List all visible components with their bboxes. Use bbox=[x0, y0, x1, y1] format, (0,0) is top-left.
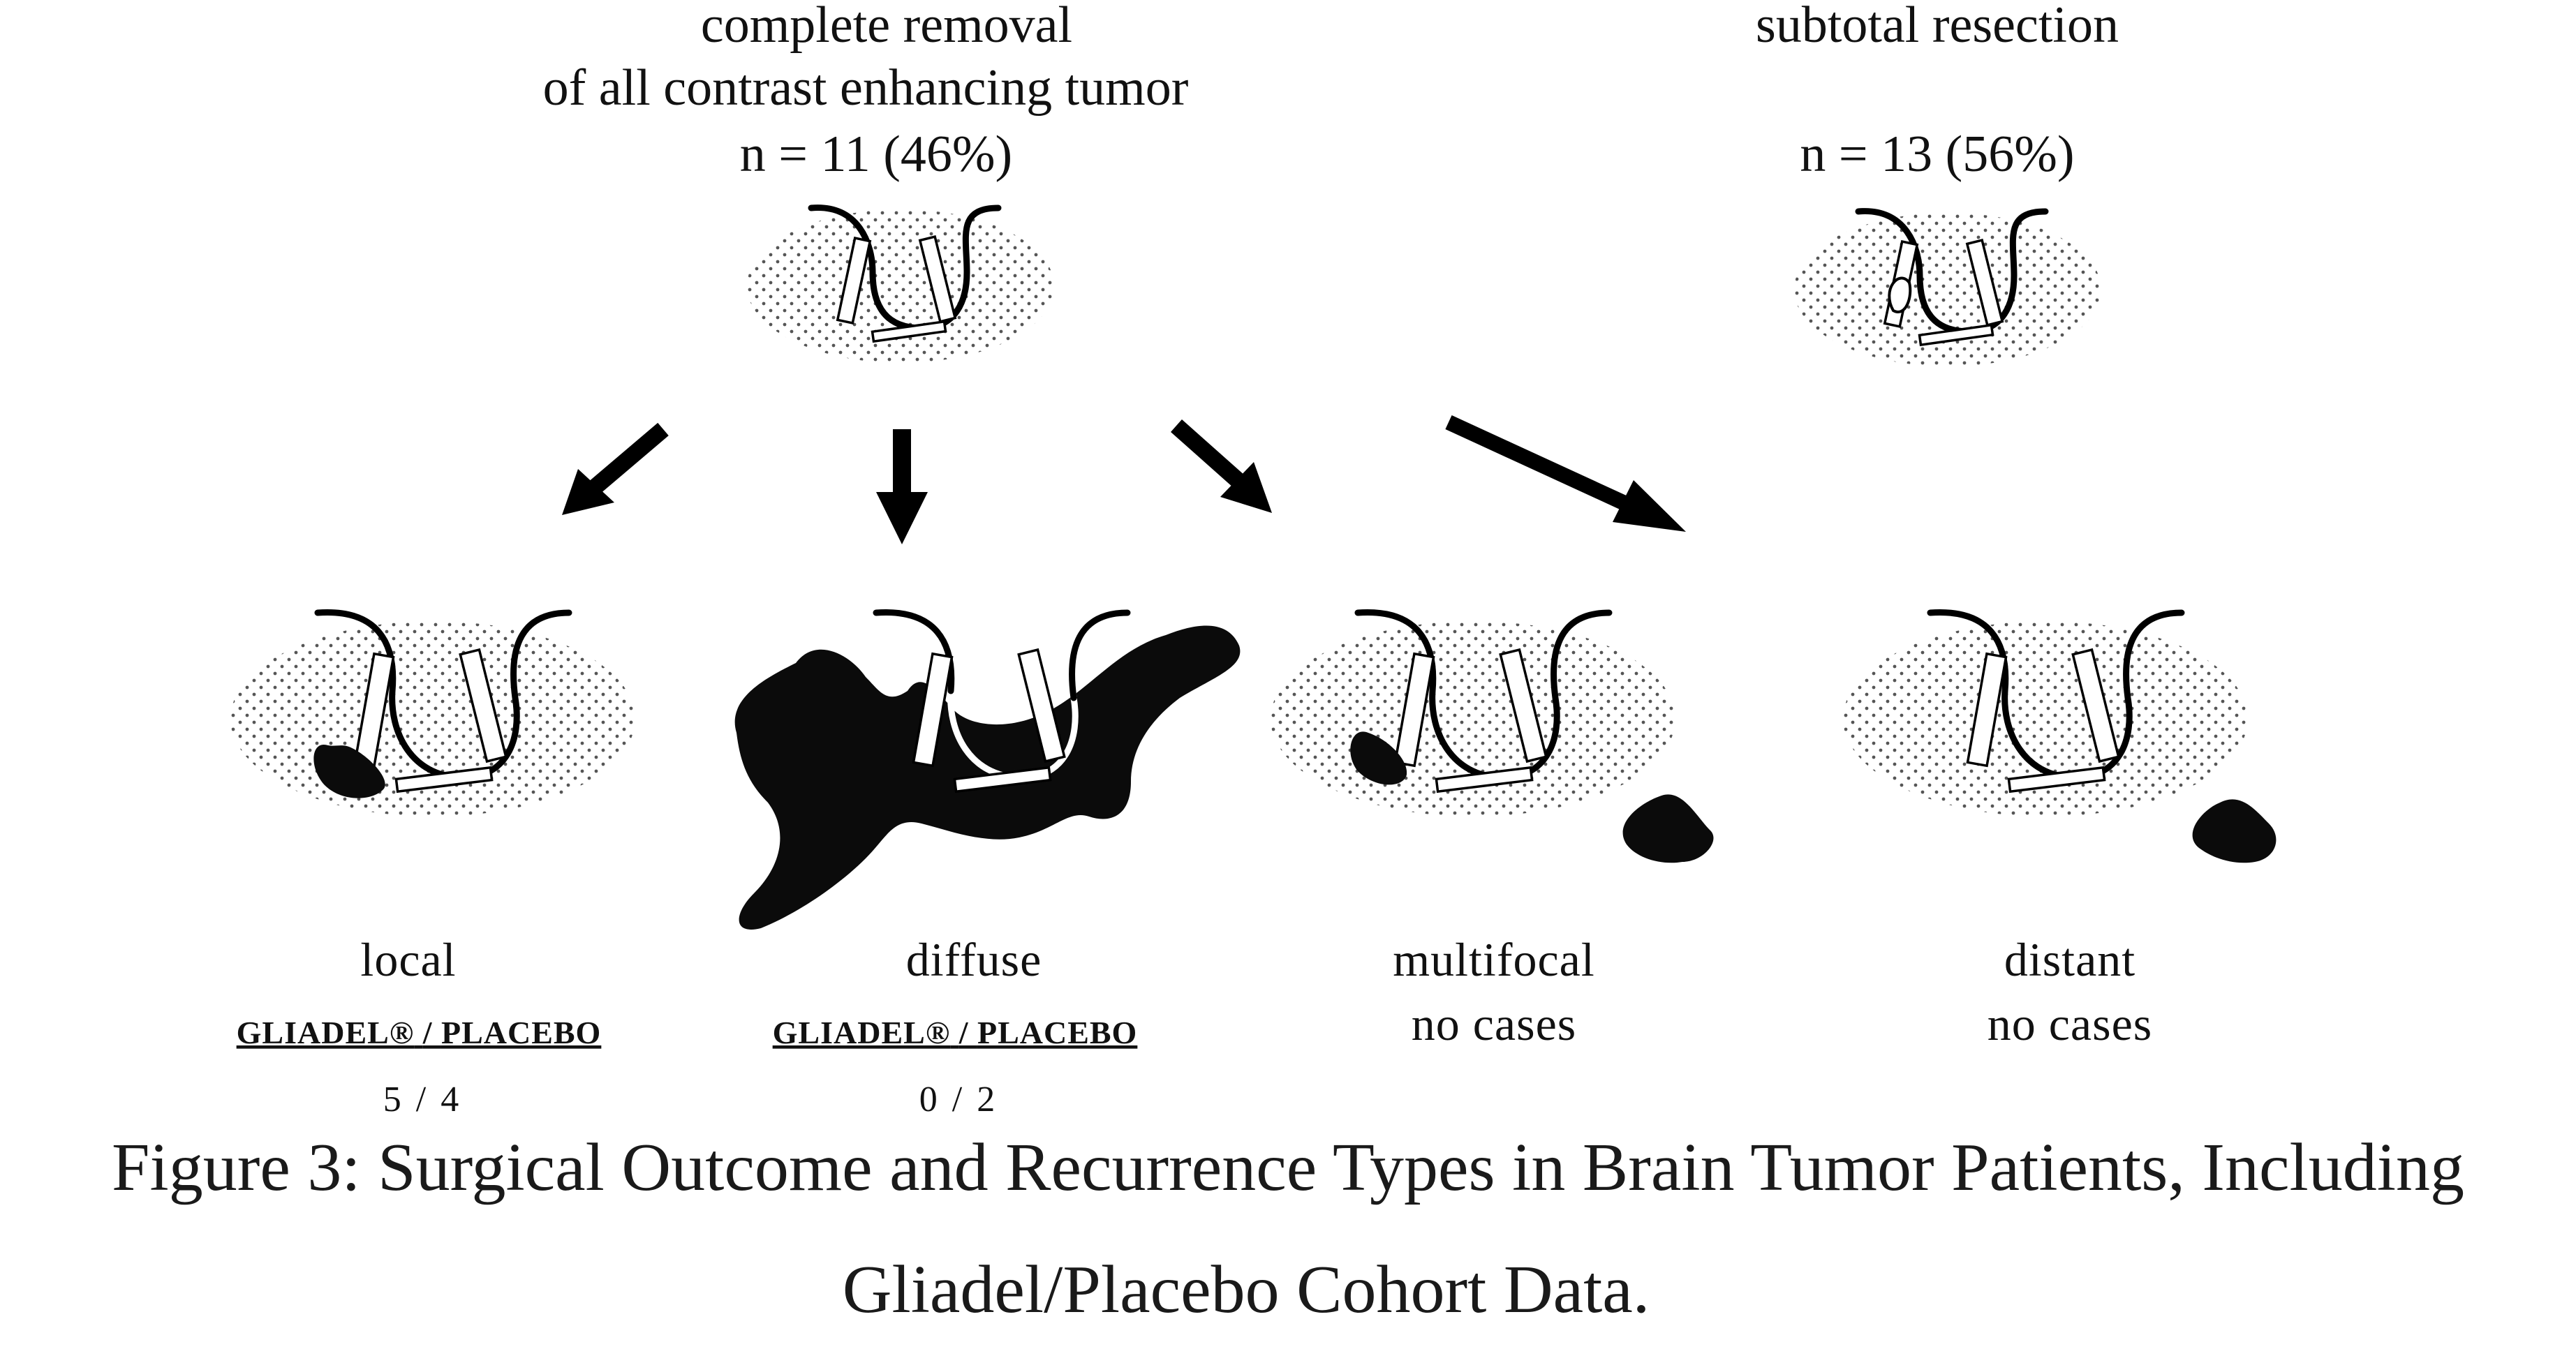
outcome-local-counts: 5 / 4 bbox=[383, 1080, 461, 1119]
figure-caption-line2: Gliadel/Placebo Cohort Data. bbox=[843, 1252, 1650, 1327]
outcome-multifocal-note: no cases bbox=[1412, 997, 1576, 1050]
outcome-distant-note: no cases bbox=[1987, 997, 2152, 1050]
outcome-local-table-header: GLIADEL® / PLACEBO bbox=[237, 1015, 602, 1050]
arrow-to-local bbox=[562, 422, 669, 515]
diffuse-recurrence-illustration bbox=[734, 609, 1241, 930]
distant-recurrence-illustration bbox=[1843, 612, 2277, 863]
outcome-local-label: local bbox=[360, 933, 456, 986]
figure-caption-line1: Figure 3: Surgical Outcome and Recurrenc… bbox=[112, 1130, 2464, 1205]
local-header-separator: / bbox=[422, 1015, 441, 1050]
subtotal-resection-title: subtotal resection bbox=[1756, 0, 2119, 54]
local-placebo-header: PLACEBO bbox=[441, 1015, 601, 1050]
outcome-diffuse-label: diffuse bbox=[906, 933, 1042, 986]
arrow-to-distant bbox=[1445, 415, 1686, 532]
diffuse-gliadel-header: GLIADEL® bbox=[773, 1015, 951, 1050]
complete-removal-title-line1: complete removal bbox=[701, 0, 1072, 54]
local-recurrence-illustration bbox=[230, 612, 635, 817]
arrow-to-multifocal bbox=[1171, 419, 1272, 513]
local-gliadel-header: GLIADEL® bbox=[237, 1015, 415, 1050]
outcome-diffuse-table-header: GLIADEL® / PLACEBO bbox=[773, 1015, 1138, 1050]
outcome-diffuse-counts: 0 / 2 bbox=[919, 1080, 998, 1119]
complete-removal-cavity-illustration bbox=[747, 208, 1054, 363]
diffuse-header-separator: / bbox=[958, 1015, 977, 1050]
complete-removal-title-line2: of all contrast enhancing tumor bbox=[543, 59, 1189, 117]
subtotal-resection-count: n = 13 (56%) bbox=[1800, 126, 2074, 183]
complete-removal-count: n = 11 (46%) bbox=[740, 126, 1012, 183]
outcome-multifocal-label: multifocal bbox=[1393, 933, 1594, 986]
multifocal-recurrence-illustration bbox=[1271, 612, 1714, 863]
arrow-to-diffuse bbox=[876, 429, 928, 544]
outcome-distant-label: distant bbox=[2004, 933, 2135, 986]
subtotal-resection-cavity-illustration bbox=[1794, 211, 2101, 366]
diffuse-placebo-header: PLACEBO bbox=[977, 1015, 1137, 1050]
